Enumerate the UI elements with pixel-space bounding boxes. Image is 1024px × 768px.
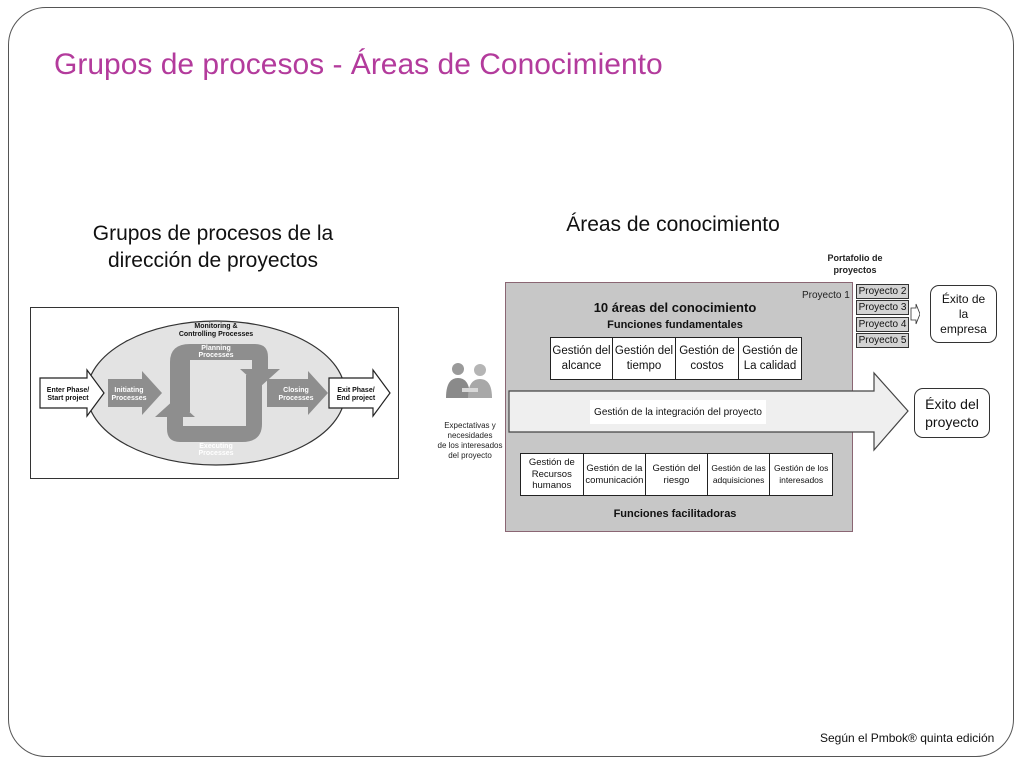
executing-arrow (155, 375, 262, 442)
source-footnote: Según el Pmbok® quinta edición (820, 731, 995, 745)
stakeholders-line: del proyecto (448, 451, 492, 460)
initiating-label-2: Processes (111, 395, 146, 402)
enter-phase-label-2: Start project (47, 395, 89, 402)
support-area-line1: Gestión del (652, 463, 701, 474)
initiating-label-1: Initiating (114, 387, 143, 394)
project-1-label: Proyecto 1 (802, 290, 850, 301)
support-area-line2: comunicación (585, 474, 644, 486)
monitoring-label-2: Controlling Processes (179, 331, 253, 338)
process-groups-heading-line1: Grupos de procesos de la (92, 222, 334, 245)
exit-phase-label-2: End project (337, 395, 376, 402)
portfolio-project: Proyecto 2 (856, 284, 909, 299)
project-success-callout: Éxito del proyecto (914, 388, 990, 438)
portfolio-project: Proyecto 5 (856, 332, 909, 348)
support-area-line1: Gestión de la (586, 463, 643, 474)
closing-label-1: Closing (283, 387, 309, 394)
support-functions-title: Funciones facilitadoras (613, 508, 737, 520)
core-area-line2: tiempo (626, 359, 662, 372)
portfolio-project: Proyecto 3 (856, 300, 909, 316)
core-area-box: Gestión del alcance (551, 338, 613, 379)
core-area-box: Gestión de La calidad (739, 338, 801, 379)
portfolio-label: Portafolio de proyectos (810, 252, 900, 276)
support-area-line1: Gestión de (528, 457, 575, 469)
portfolio-project: Proyecto 4 (856, 316, 909, 332)
stakeholders-line: Expectativas y (444, 421, 496, 430)
support-area-line3: humanos (532, 480, 572, 492)
enterprise-success-line: empresa (940, 321, 987, 336)
project-success-line: Éxito del (925, 396, 979, 412)
monitoring-label-1: Monitoring & (194, 323, 237, 330)
enter-phase-arrow (39, 368, 105, 418)
support-area-line1: Gestión de las (711, 463, 766, 473)
stakeholders-line: de los interesados (437, 441, 503, 450)
executing-label-2: Processes (198, 450, 233, 457)
support-area-line2: Recursos (531, 468, 572, 480)
core-areas-row: Gestión del alcance Gestión del tiempo Ges… (550, 337, 802, 380)
portfolio-label-line1: Portafolio de (827, 253, 883, 263)
exit-phase-label-1: Exit Phase/ (337, 387, 374, 394)
support-area-line2: adquisiciones (712, 474, 765, 485)
core-area-line2: La calidad (743, 359, 797, 372)
executing-label-1: Executing (199, 443, 232, 450)
support-area-line2: interesados (779, 474, 824, 485)
process-groups-diagram: Monitoring & Controlling Processes Plann… (30, 307, 400, 485)
core-area-line1: Gestión de (679, 344, 735, 357)
enterprise-success-line: la (958, 306, 969, 321)
knowledge-areas-heading: Áreas de conocimiento (566, 213, 780, 236)
stakeholders-caption: Expectativas y necesidades de los intere… (430, 421, 510, 461)
portfolio-label-line2: proyectos (833, 265, 877, 275)
process-groups-heading-line2: dirección de proyectos (107, 249, 319, 272)
closing-arrow (267, 371, 328, 415)
enterprise-success-callout: Éxito de la empresa (930, 285, 997, 343)
enterprise-success-line: Éxito de (941, 291, 986, 306)
core-area-line1: Gestión de (742, 344, 798, 357)
portfolio-to-enterprise-arrow (910, 303, 920, 325)
planning-label-2: Processes (198, 352, 233, 359)
slide-title: Grupos de procesos - Áreas de Conocimien… (54, 48, 663, 81)
stakeholders-line: necesidades (447, 431, 493, 440)
closing-label-2: Processes (278, 395, 313, 402)
integration-arrow-graphic (508, 303, 920, 452)
support-area-line1: Gestión de los (774, 463, 829, 473)
support-area-line2: riesgo (663, 474, 690, 486)
integration-label: Gestión de la integración del proyecto (590, 400, 766, 424)
process-groups-heading: Grupos de procesos de la dirección de pr… (60, 220, 366, 274)
core-area-line1: Gestión del (614, 344, 674, 357)
core-area-line1: Gestión del (552, 344, 611, 357)
initiating-arrow (108, 371, 162, 415)
core-area-box: Gestión de costos (676, 338, 739, 379)
core-area-box: Gestión del tiempo (613, 338, 676, 379)
core-area-line2: costos (690, 359, 724, 372)
stakeholders-icon (446, 363, 492, 398)
core-area-line2: alcance (561, 359, 602, 372)
project-success-line: proyecto (925, 414, 979, 430)
portfolio-projects-list: Proyecto 2 Proyecto 3 Proyecto 4 Proyect… (856, 284, 909, 349)
enter-phase-label-1: Enter Phase/ (47, 387, 89, 394)
exit-phase-arrow (328, 368, 391, 418)
ten-areas-title: 10 áreas del conocimiento (593, 300, 757, 315)
planning-arrow (170, 344, 280, 412)
planning-label-1: Planning (201, 345, 231, 352)
core-functions-title: Funciones fundamentales (607, 319, 743, 331)
